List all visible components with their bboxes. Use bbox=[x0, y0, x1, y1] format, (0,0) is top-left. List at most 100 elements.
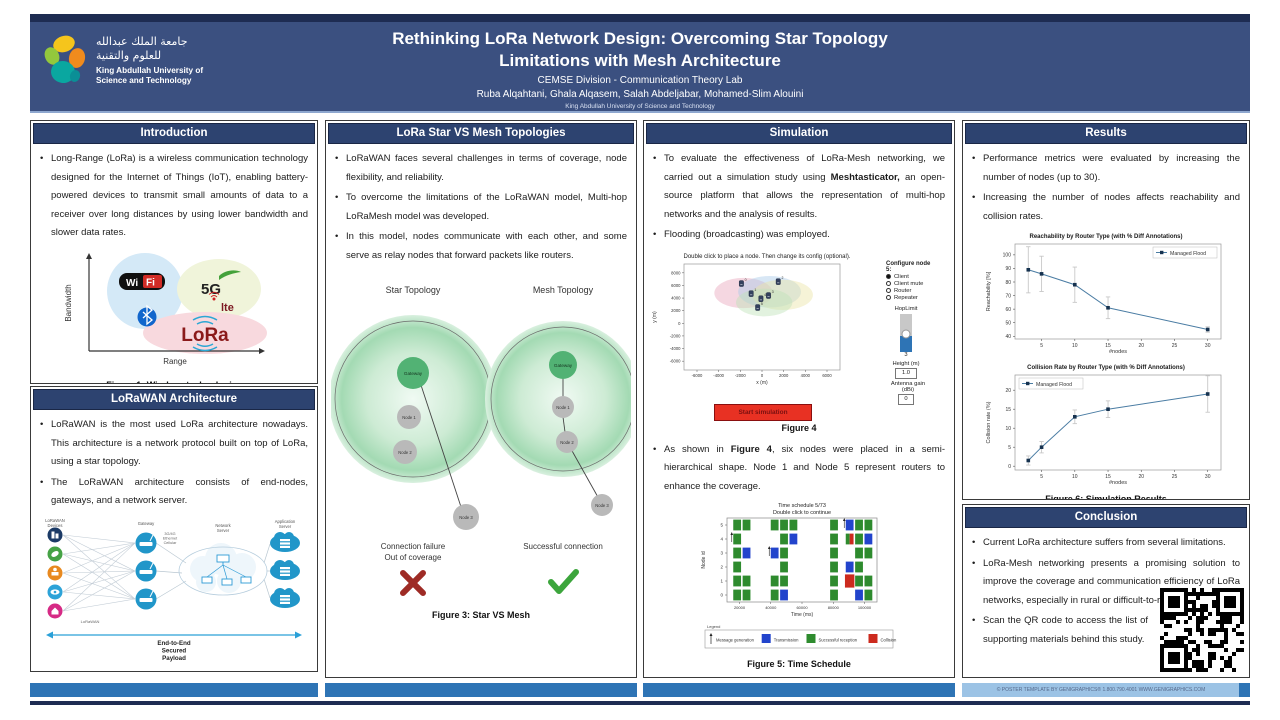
svg-text:5: 5 bbox=[1040, 474, 1043, 480]
svg-text:Node 3: Node 3 bbox=[459, 515, 473, 520]
radio-option-client[interactable]: Client bbox=[886, 274, 952, 280]
application-servers bbox=[270, 531, 300, 608]
x-axis-arrow bbox=[259, 347, 265, 354]
e2e-label-3: Payload bbox=[162, 655, 186, 662]
architecture-bullets: •LoRaWAN is the most used LoRa architect… bbox=[31, 412, 317, 515]
gateways bbox=[135, 532, 157, 610]
radio-option-repeater[interactable]: Repeater bbox=[886, 295, 952, 301]
svg-text:4000: 4000 bbox=[671, 295, 681, 300]
introduction-bullets: •Long-Range (LoRa) is a wireless communi… bbox=[31, 146, 317, 247]
svg-text:x (m): x (m) bbox=[756, 380, 768, 386]
svg-text:#nodes: #nodes bbox=[1109, 480, 1127, 486]
backhaul-label-3: Cellular bbox=[164, 541, 178, 545]
svg-text:0: 0 bbox=[720, 593, 723, 598]
results-bullets: •Performance metrics were evaluated by i… bbox=[963, 146, 1249, 230]
section-simulation: Simulation •To evaluate the effectivenes… bbox=[643, 120, 955, 678]
svg-text:Managed Flood: Managed Flood bbox=[1170, 251, 1206, 257]
lora-ellipse bbox=[143, 311, 267, 354]
svg-text:y (m): y (m) bbox=[652, 311, 658, 323]
figure1-wireless-technologies: Bandwidth Range Wi Fi 5G bbox=[64, 252, 267, 366]
hoplimit-slider[interactable] bbox=[900, 313, 912, 352]
svg-text:Collision Rate by Router Type: Collision Rate by Router Type (with % Di… bbox=[1027, 365, 1185, 371]
svg-text:0: 0 bbox=[1008, 464, 1011, 470]
section-introduction: Introduction •Long-Range (LoRa) is a wir… bbox=[30, 120, 318, 384]
svg-text:80: 80 bbox=[1005, 280, 1011, 286]
bluetooth-icon bbox=[137, 304, 157, 327]
title-block: Rethinking LoRa Network Design: Overcomi… bbox=[30, 28, 1250, 110]
logo-arabic-line2: للعلوم والتقنية bbox=[96, 48, 162, 62]
devices-label-2: Devices bbox=[48, 523, 63, 528]
figure5-caption: Figure 5: Time Schedule bbox=[747, 659, 851, 670]
bullet-item: •As shown in Figure 4, six nodes were pl… bbox=[653, 443, 945, 492]
footer-bar-cap bbox=[1239, 683, 1250, 697]
start-simulation-button[interactable]: Start simulation bbox=[714, 403, 812, 421]
figure4-meshtasticator-plot: Double click to place a node. Then chang… bbox=[652, 254, 851, 386]
svg-text:10: 10 bbox=[1072, 474, 1078, 480]
network-server-cloud bbox=[178, 542, 268, 595]
check-mark-icon bbox=[548, 569, 579, 595]
simulation-bullets-2: •As shown in Figure 4, six nodes were pl… bbox=[644, 437, 954, 501]
poster-header: جامعة الملك عبدالله للعلوم والتقنية King… bbox=[30, 22, 1250, 111]
backhaul-label-1: 3G/4G bbox=[164, 532, 175, 536]
svg-text:2: 2 bbox=[781, 276, 783, 280]
slider-knob[interactable] bbox=[901, 329, 911, 339]
svg-text:6000: 6000 bbox=[671, 283, 681, 288]
svg-text:25: 25 bbox=[1172, 474, 1178, 480]
lora-logo: LoRa bbox=[181, 315, 229, 351]
poster-title-line1: Rethinking LoRa Network Design: Overcomi… bbox=[392, 29, 888, 48]
svg-text:30: 30 bbox=[1205, 474, 1211, 480]
collision-rate-chart: Collision Rate by Router Type (with % Di… bbox=[986, 365, 1222, 486]
wifi-logo: Wi Fi bbox=[119, 272, 165, 290]
svg-text:10: 10 bbox=[1072, 343, 1078, 349]
svg-text:25: 25 bbox=[1172, 343, 1178, 349]
antenna-gain-label: Antenna gain (dBi) bbox=[890, 380, 926, 393]
svg-text:20: 20 bbox=[1005, 388, 1011, 394]
section-header-simulation: Simulation bbox=[646, 123, 952, 144]
bullet-item: •Performance metrics were evaluated by i… bbox=[972, 153, 1240, 183]
antenna-gain-input[interactable]: 0 bbox=[898, 393, 914, 405]
header-underline bbox=[30, 111, 1250, 113]
figure1-wrap: Bandwidth Range Wi Fi 5G bbox=[31, 247, 317, 383]
section-header-conclusion: Conclusion bbox=[965, 507, 1247, 528]
figure4-caption: Figure 4 bbox=[781, 422, 817, 433]
hoplimit-label: HopLimit bbox=[894, 305, 918, 312]
svg-text:60: 60 bbox=[1005, 307, 1011, 313]
svg-text:#nodes: #nodes bbox=[1109, 349, 1127, 355]
header-top-strip bbox=[30, 14, 1250, 22]
svg-text:Managed Flood: Managed Flood bbox=[1036, 382, 1072, 388]
kaust-beacon-icon bbox=[44, 35, 86, 84]
poster-subtitle: CEMSE Division - Communication Theory La… bbox=[537, 75, 743, 87]
figure6-caption: Figure 6: Simulation Results bbox=[1045, 494, 1167, 500]
section-lorawan-architecture: LoRaWAN Architecture •LoRaWAN is the mos… bbox=[30, 386, 318, 672]
e2e-label-2: Secured bbox=[162, 647, 187, 654]
svg-text:5: 5 bbox=[720, 523, 723, 528]
radio-option-client-mute[interactable]: Client mute bbox=[886, 281, 952, 287]
failure-label-1: Connection failure bbox=[381, 542, 446, 551]
svg-text:0: 0 bbox=[745, 278, 747, 282]
svg-text:4: 4 bbox=[720, 537, 723, 542]
svg-text:Gateway: Gateway bbox=[554, 363, 573, 368]
svg-text:2000: 2000 bbox=[779, 373, 789, 378]
svg-text:LoRa: LoRa bbox=[181, 325, 229, 346]
svg-text:20: 20 bbox=[1138, 474, 1144, 480]
svg-text:3: 3 bbox=[720, 551, 723, 556]
config-title: Configure node 5: bbox=[886, 260, 931, 273]
bullet-item: •To evaluate the effectiveness of LoRa-M… bbox=[653, 153, 945, 220]
success-label: Successful connection bbox=[523, 542, 603, 551]
radio-option-router[interactable]: Router bbox=[886, 288, 952, 294]
bullet-item: •LoRa-Mesh networking presents a promisi… bbox=[972, 557, 1240, 606]
svg-text:Double click to continue: Double click to continue bbox=[772, 510, 830, 516]
section-results: Results •Performance metrics were evalua… bbox=[962, 120, 1250, 500]
svg-text:-6000: -6000 bbox=[692, 373, 703, 378]
bullet-item: •LoRaWAN is the most used LoRa architect… bbox=[40, 419, 308, 468]
bullet-item: •Flooding (broadcasting) was employed. bbox=[653, 229, 830, 241]
footer-bar-2 bbox=[325, 683, 637, 697]
kaust-logo: جامعة الملك عبدالله للعلوم والتقنية King… bbox=[42, 34, 203, 88]
figure3-star-vs-mesh: Star Topology Mesh Topology Gateway Node… bbox=[329, 285, 636, 597]
height-input[interactable]: 1.0 bbox=[895, 367, 917, 379]
svg-text:Transmission: Transmission bbox=[773, 638, 798, 643]
svg-text:-2000: -2000 bbox=[735, 373, 746, 378]
logo-arabic-line1: جامعة الملك عبدالله bbox=[96, 35, 188, 49]
svg-text:5: 5 bbox=[1040, 343, 1043, 349]
